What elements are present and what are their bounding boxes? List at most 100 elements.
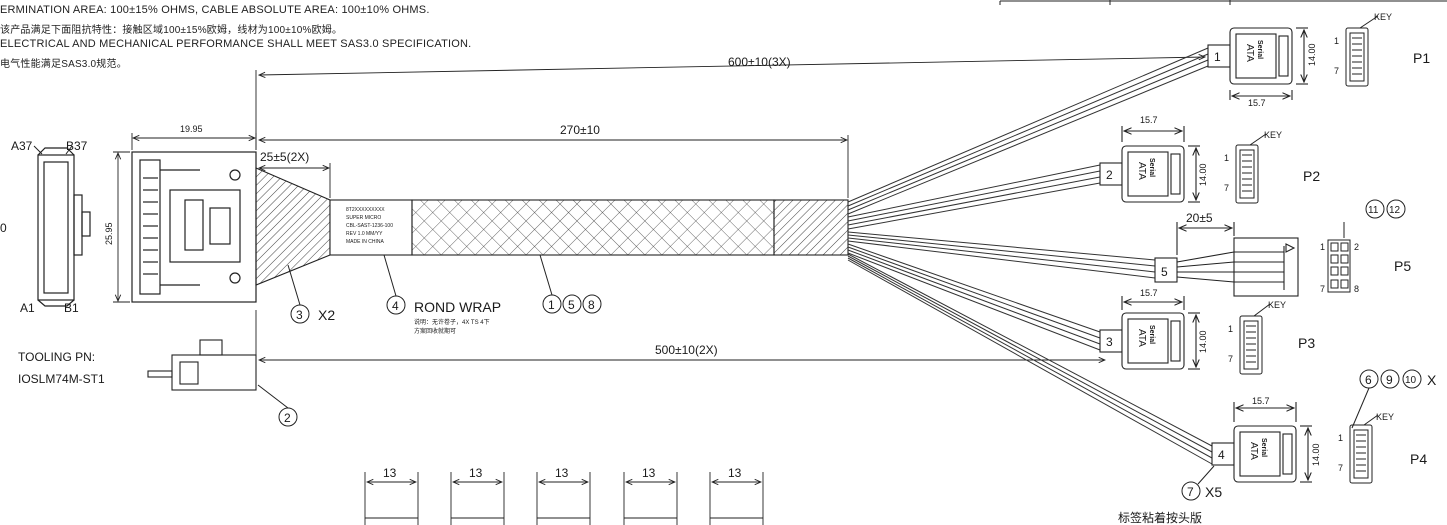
p4-dim-height: 14.00 — [1311, 443, 1321, 466]
p3-key: KEY — [1268, 300, 1286, 310]
bottom-note: 标签粘着按头版 — [1118, 510, 1202, 525]
p4-face-ata: ATA — [1248, 442, 1259, 460]
svg-text:CBL-SAST-1236-100: CBL-SAST-1236-100 — [346, 223, 393, 229]
p5-pin-1: 1 — [1320, 242, 1325, 252]
connector-p3 — [1099, 296, 1200, 370]
pin-b37-label: B37 — [66, 139, 88, 153]
cut-digit: 0 — [0, 221, 7, 235]
callout-3-qty: X2 — [318, 307, 335, 323]
dim-split — [259, 163, 331, 198]
dim-head-height: 25.95 — [104, 222, 114, 245]
p3-pin-first: 1 — [1228, 324, 1233, 334]
tooling-pn-label: TOOLING PN: — [18, 350, 95, 364]
p2-pin-last: 7 — [1224, 183, 1229, 193]
bottom-spacing-dims — [364, 472, 764, 525]
dim-braid-text: 270±10 — [560, 123, 600, 137]
dim-overall-long — [255, 57, 1205, 150]
callout-4: 4 — [392, 299, 399, 313]
callout-5: 5 — [568, 298, 575, 312]
connector-p2 — [1099, 126, 1200, 203]
p4-pin-last: 7 — [1338, 463, 1343, 473]
callout-8: 8 — [588, 298, 595, 312]
callout-7: 7 — [1187, 485, 1194, 499]
spacing-dim-3: 13 — [555, 466, 569, 480]
p5-pin-2: 2 — [1354, 242, 1359, 252]
cable-label-sticker: 8T2XXXXXXXXX SUPER MICRO CBL-SAST-1236-1… — [346, 207, 393, 245]
note-spec-cn: 电气性能满足SAS3.0规范。 — [0, 59, 127, 70]
tooling-part — [147, 339, 257, 391]
connector-p4 — [1211, 402, 1312, 483]
label-p1: P1 — [1413, 50, 1430, 66]
p2-key: KEY — [1264, 130, 1282, 140]
p3-dim-width: 15.7 — [1140, 288, 1158, 298]
label-p4: P4 — [1410, 451, 1427, 467]
cable-body — [255, 167, 849, 286]
pin-a37-label: A37 — [11, 139, 33, 153]
end-view — [37, 147, 91, 307]
p1-dim-height: 14.00 — [1307, 43, 1317, 66]
note-impedance-cn: 该产品满足下面阻抗特性：接触区域100±15%欧姆，线材为100±10%欧姆。 — [0, 25, 343, 36]
wire-p5-number: 5 — [1161, 265, 1168, 279]
p5-pinout — [1327, 222, 1351, 293]
spacing-dim-5: 13 — [728, 466, 742, 480]
p3-face-ata: ATA — [1136, 329, 1147, 347]
svg-text:REV 1.0 MM/YY: REV 1.0 MM/YY — [346, 231, 383, 237]
connector-p5 — [1154, 222, 1299, 297]
p1-key: KEY — [1374, 12, 1392, 22]
callout-1: 1 — [548, 298, 555, 312]
wire-p4-number: 4 — [1218, 448, 1225, 462]
head-dims — [113, 133, 257, 303]
spacing-dim-2: 13 — [469, 466, 483, 480]
leader-a37 — [33, 145, 43, 155]
svg-text:MADE IN CHINA: MADE IN CHINA — [346, 239, 384, 245]
dim-split-text: 25±5(2X) — [260, 150, 309, 164]
slimsas-connector — [131, 151, 257, 303]
fanout-wires — [847, 47, 1213, 465]
rond-wrap-label: ROND WRAP — [414, 299, 501, 315]
dim-overall-short-text: 500±10(2X) — [655, 343, 718, 357]
callout-10-qty: X — [1427, 372, 1437, 388]
p2-dim-height: 14.00 — [1198, 163, 1208, 186]
sata-pin-views — [1235, 15, 1379, 484]
p2-pin-first: 1 — [1224, 153, 1229, 163]
label-p3: P3 — [1298, 335, 1315, 351]
callout-7-qty: X5 — [1205, 484, 1222, 500]
callout-10: 10 — [1405, 375, 1417, 386]
callout-3: 3 — [296, 308, 303, 322]
title-block-fragment — [999, 0, 1447, 5]
p5-pin-7: 7 — [1320, 284, 1325, 294]
p4-key: KEY — [1376, 412, 1394, 422]
dim-overall-long-text: 600±10(3X) — [728, 55, 791, 69]
p3-face-serial: Serial — [1148, 325, 1155, 344]
pin-a1-label: A1 — [20, 301, 35, 315]
label-p2: P2 — [1303, 168, 1320, 184]
p2-dim-width: 15.7 — [1140, 115, 1158, 125]
dim-braid — [259, 135, 849, 198]
callout-2: 2 — [284, 411, 291, 425]
p1-face-serial: Serial — [1256, 40, 1263, 59]
rond-wrap-note-2: 方案回收就期可 — [414, 327, 456, 335]
leader-b37 — [65, 145, 73, 155]
p4-pin-first: 1 — [1338, 433, 1343, 443]
dim-head-width: 19.95 — [180, 124, 203, 134]
svg-text:SUPER MICRO: SUPER MICRO — [346, 215, 381, 221]
label-p5: P5 — [1394, 258, 1411, 274]
note-impedance-en: ERMINATION AREA: 100±15% OHMS, CABLE ABS… — [0, 4, 430, 16]
p1-pin-first: 1 — [1334, 36, 1339, 46]
p1-dim-width: 15.7 — [1248, 98, 1266, 108]
p2-face-ata: ATA — [1136, 162, 1147, 180]
wire-p3-number: 3 — [1106, 335, 1113, 349]
p1-pin-last: 7 — [1334, 66, 1339, 76]
callout-9: 9 — [1386, 373, 1393, 387]
pin-b1-label: B1 — [64, 301, 79, 315]
p4-face-serial: Serial — [1260, 438, 1267, 457]
p3-dim-height: 14.00 — [1198, 330, 1208, 353]
p2-face-serial: Serial — [1148, 158, 1155, 177]
tooling-pn-value: IOSLM74M-ST1 — [18, 372, 105, 386]
svg-text:8T2XXXXXXXXX: 8T2XXXXXXXXX — [346, 207, 385, 213]
wire-p1-number: 1 — [1214, 50, 1221, 64]
p5-dim-breakout: 20±5 — [1186, 211, 1213, 225]
spacing-dim-1: 13 — [383, 466, 397, 480]
callout-12: 12 — [1389, 205, 1401, 216]
